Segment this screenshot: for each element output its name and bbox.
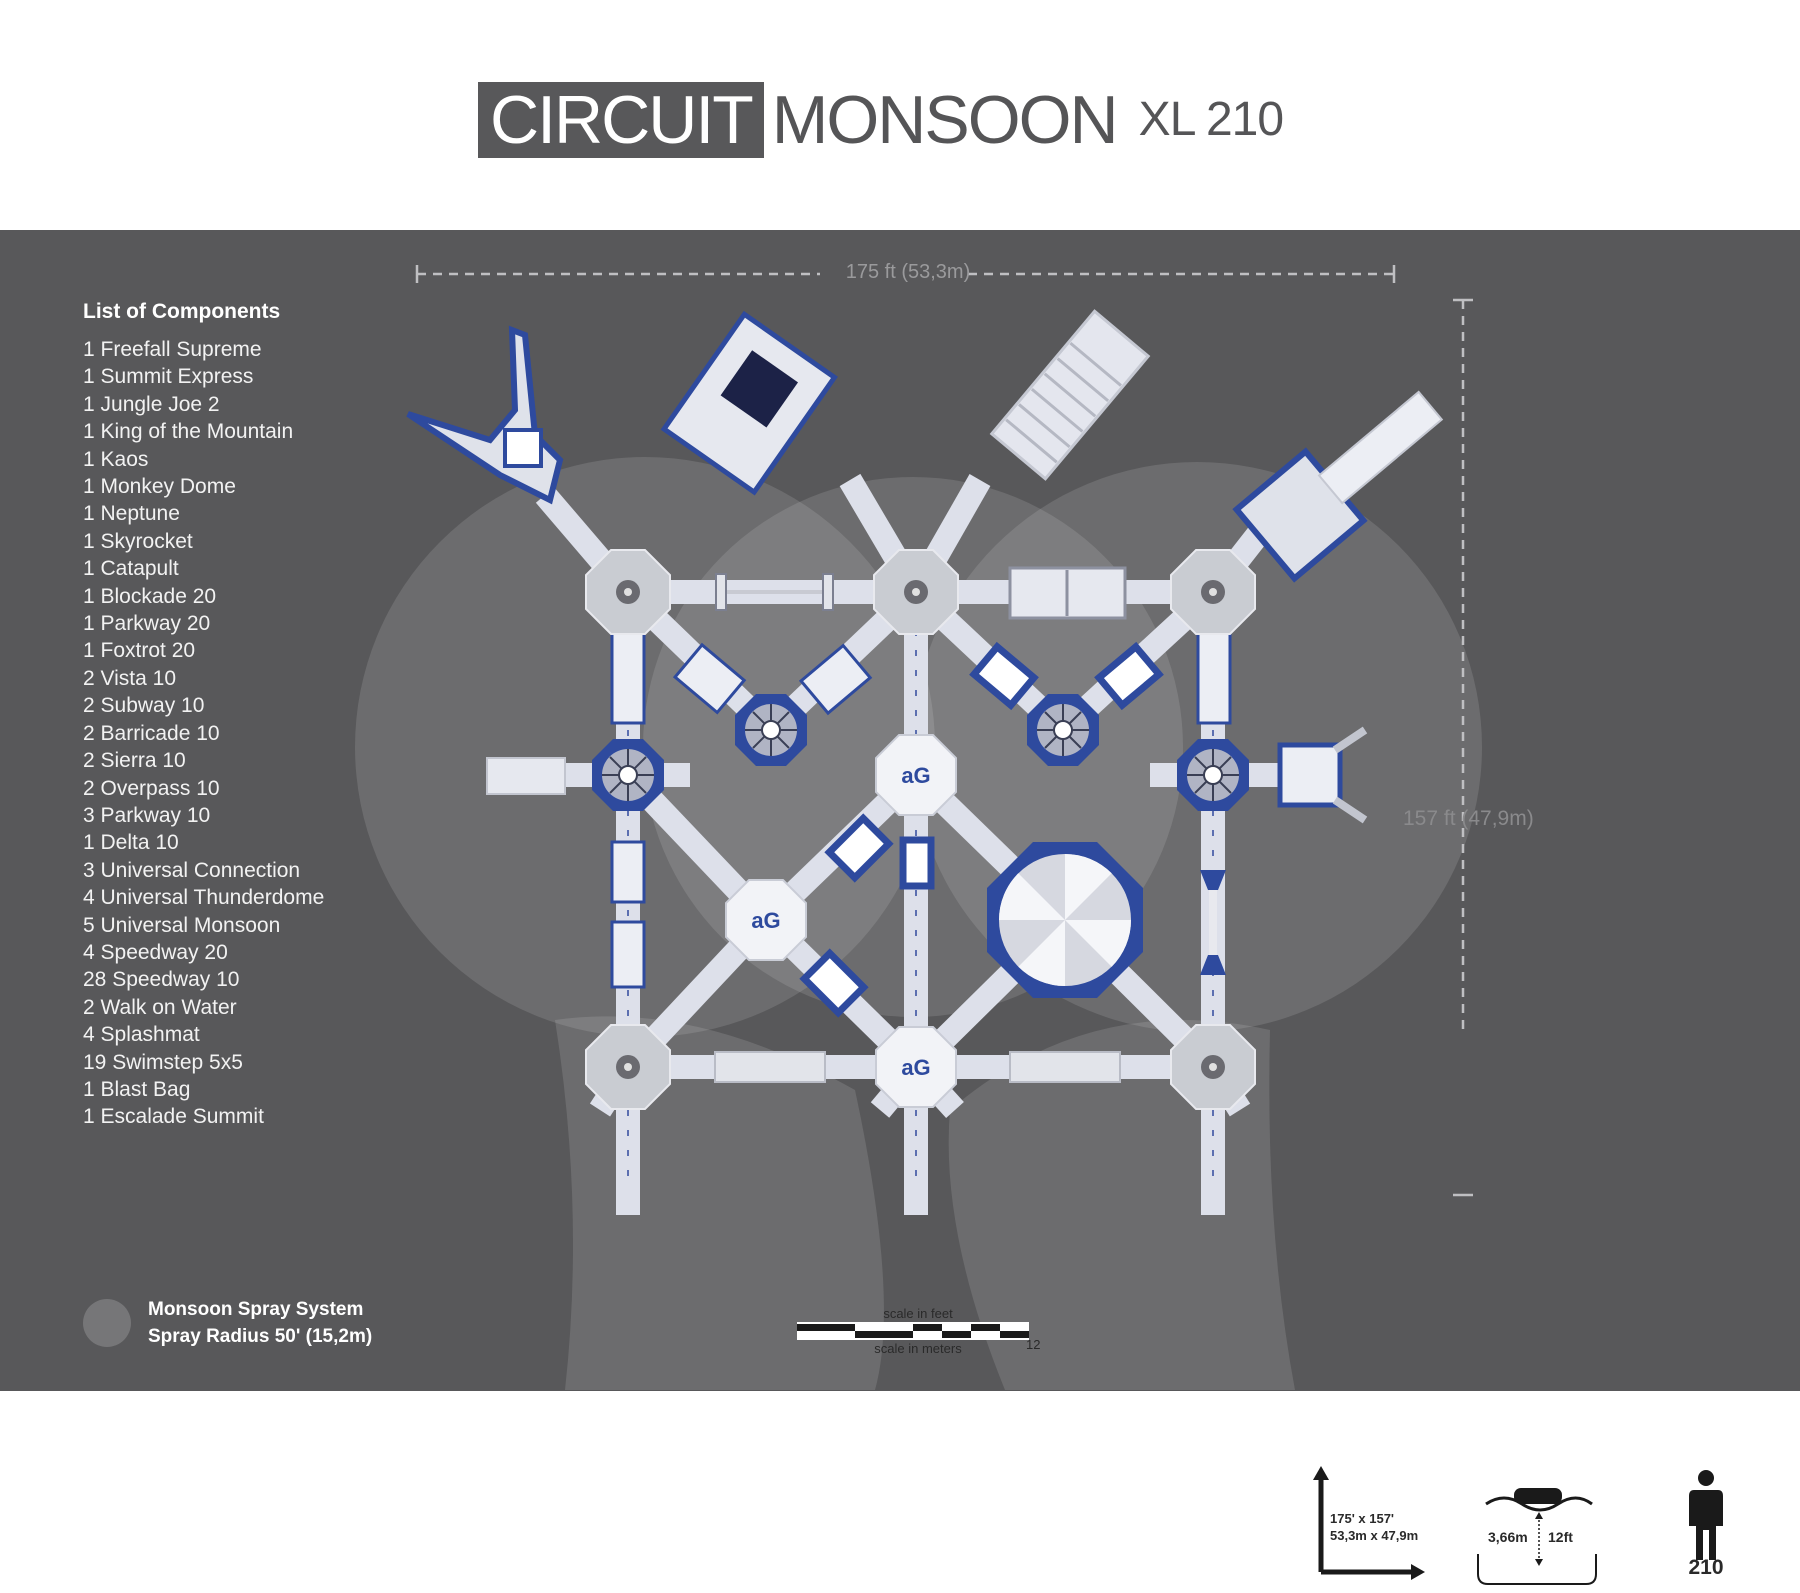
component-list-item: 1 Kaos: [83, 447, 149, 471]
component-list-item: 1 Freefall Supreme: [83, 338, 262, 361]
component-list-item: 2 Subway 10: [83, 694, 205, 718]
universal-connection-hub: [873, 549, 959, 635]
scale-bar-meters-end: 12: [1026, 1337, 1040, 1352]
component-list-item: 28 Speedway 10: [83, 968, 240, 992]
width-dimension-label: 175 ft (53,3m): [845, 261, 971, 283]
area-info-box: 175' x 157' 53,3m x 47,9m: [1305, 1462, 1431, 1588]
component-list-item: 2 Walk on Water: [83, 995, 237, 1019]
component-list-item: 4 Splashmat: [83, 1023, 200, 1047]
capacity-count: 210: [1688, 1556, 1724, 1579]
component-list-item: 1 King of the Mountain: [83, 420, 294, 444]
component-list: List of Components 1 Freefall Supreme 1 S…: [83, 300, 324, 1131]
component-list-item: 2 Overpass 10: [83, 776, 220, 800]
legend-line-1: Monsoon Spray System: [148, 1299, 364, 1320]
depth-dimension-line: [1453, 298, 1473, 1197]
component-list-item: 1 Foxtrot 20: [83, 639, 196, 663]
left-slide: [486, 757, 566, 795]
universal-connection-hub: [1170, 549, 1256, 635]
page-title: CIRCUIT MONSOON XL 210: [478, 82, 1284, 158]
area-dimensions-m: 53,3m x 47,9m: [1330, 1528, 1419, 1543]
freefall-structure: [406, 325, 564, 505]
capacity-info-box: 210: [1643, 1462, 1769, 1588]
component-list-item: 1 Summit Express: [83, 365, 254, 389]
component-list-item: 1 Delta 10: [83, 831, 179, 855]
component-list-item: 1 Skyrocket: [83, 529, 193, 553]
universal-connection-hub: [585, 549, 671, 635]
area-dimensions-ft: 175' x 157': [1330, 1511, 1395, 1526]
component-list-item: 1 Catapult: [83, 557, 179, 581]
parkway-pad: [714, 1051, 826, 1083]
component-list-item: 1 Blast Bag: [83, 1077, 191, 1101]
catapult: [1277, 726, 1368, 824]
spray-legend: Monsoon Spray System Spray Radius 50' (1…: [83, 1296, 372, 1350]
component-list-item: 2 Vista 10: [83, 666, 177, 690]
component-list-heading: List of Components: [83, 300, 281, 323]
tunnel-element: [899, 836, 935, 890]
width-dimension-line: [415, 265, 1396, 283]
component-list-item: 2 Sierra 10: [83, 749, 186, 773]
component-list-item: 1 Jungle Joe 2: [83, 392, 220, 416]
thunderdome: [1026, 693, 1100, 767]
component-list-item: 4 Universal Thunderdome: [83, 886, 325, 910]
thunderdome: [1176, 738, 1250, 812]
depth-dimension-label: 157 ft (47,9m): [1403, 807, 1534, 830]
component-list-item: 4 Speedway 20: [83, 940, 228, 964]
universal-connection-hub: [585, 1024, 671, 1110]
component-list-item: 1 Parkway 20: [83, 612, 211, 636]
summit-slide: [660, 310, 838, 496]
monkey-bars: [715, 573, 834, 611]
ag-hub-logo-text: aG: [751, 908, 780, 933]
attractions: aG aG aG: [406, 309, 1444, 1110]
title-circuit-block: CIRCUIT: [478, 82, 764, 158]
thunderdome: [591, 738, 665, 812]
water-depth-icon: [1477, 1488, 1597, 1585]
title-monsoon: MONSOON: [771, 82, 1119, 158]
component-items: 1 Freefall Supreme 1 Summit Express 1 Jung…: [83, 336, 324, 1131]
ladders: [610, 631, 1232, 989]
water-depth-info-box: 3,66m 12ft: [1474, 1462, 1600, 1588]
header: CIRCUIT MONSOON XL 210: [0, 0, 1800, 230]
component-list-item: 5 Universal Monsoon: [83, 913, 281, 937]
scale-bar: scale in feet 12 scale in meters: [797, 1306, 1040, 1356]
vista-window: [969, 641, 1039, 711]
splashmat-pad: [1009, 1051, 1121, 1083]
water-depth-feet: 12ft: [1548, 1529, 1573, 1545]
component-list-item: 1 Monkey Dome: [83, 475, 236, 499]
scale-bar-feet-label: scale in feet: [883, 1306, 953, 1321]
component-list-item: 1 Escalade Summit: [83, 1105, 264, 1129]
component-list-item: 1 Blockade 20: [83, 584, 217, 608]
component-list-item: 3 Universal Connection: [83, 858, 301, 882]
tower-structure: [1232, 390, 1444, 583]
component-list-item: 3 Parkway 10: [83, 803, 211, 827]
title-model: XL 210: [1138, 93, 1284, 146]
component-list-item: 2 Barricade 10: [83, 721, 220, 745]
subway-window: [799, 948, 869, 1018]
scale-bar-meters-label: scale in meters: [874, 1341, 962, 1356]
water-depth-meters: 3,66m: [1488, 1529, 1528, 1545]
barricade-element: [1008, 566, 1127, 620]
ag-hub-logo-text: aG: [901, 1055, 930, 1080]
component-list-item: 1 Neptune: [83, 502, 180, 526]
thunderdome: [734, 693, 808, 767]
ramp-structure: [989, 309, 1151, 481]
blast-bag: [1200, 870, 1226, 975]
vista-window: [1094, 641, 1164, 711]
legend-line-2: Spray Radius 50' (15,2m): [148, 1326, 373, 1347]
spray-radius-swatch: [83, 1299, 131, 1347]
park-layout-diagram: aG aG aG scale in feet 12 scale in meter…: [355, 265, 1482, 1390]
subway-window: [824, 813, 894, 883]
neptune-dome: [987, 842, 1143, 998]
universal-connection-hub: [1170, 1024, 1256, 1110]
component-list-item: 19 Swimstep 5x5: [83, 1050, 243, 1074]
ag-hub-logo-text: aG: [901, 763, 930, 788]
